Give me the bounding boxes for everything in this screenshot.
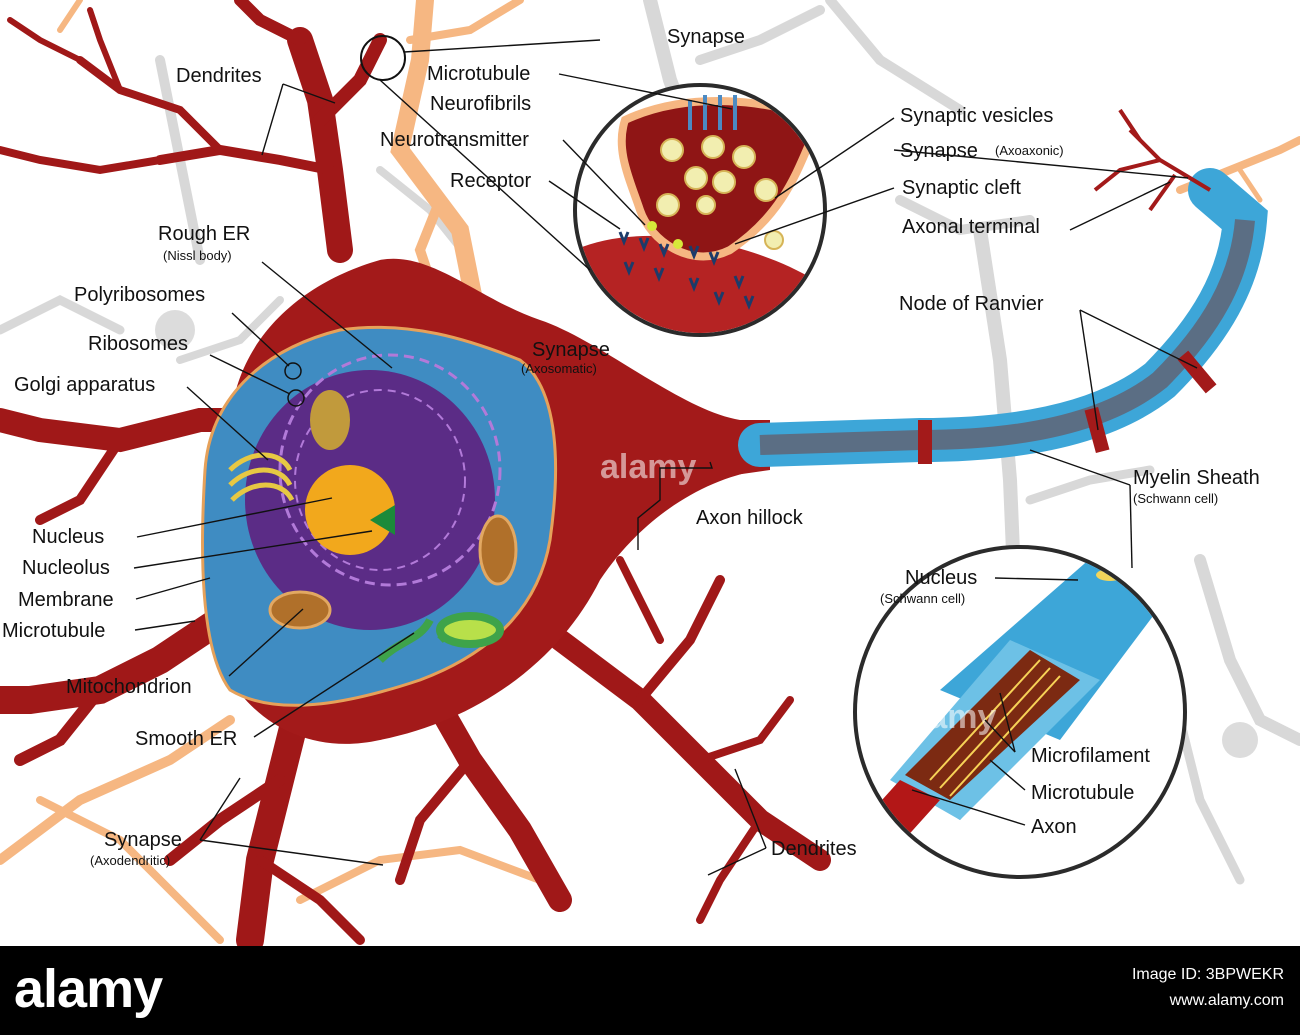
leader-lines	[133, 73, 1198, 876]
label-axon-hillock: Axon hillock	[696, 507, 804, 529]
label-rough-er-sub: (Nissl body)	[163, 248, 232, 263]
image-id: Image ID: 3BPWEKR	[1131, 966, 1284, 983]
label-neurotransmitter: Neurotransmitter	[380, 129, 529, 151]
stock-url: www.alamy.com	[1169, 992, 1284, 1009]
label-node-of-ranvier: Node of Ranvier	[899, 293, 1044, 315]
label-microtubule-left: Microtubule	[2, 620, 105, 642]
neuron-illustration: alamy alamy	[0, 0, 1300, 946]
label-rough-er: Rough ER	[158, 223, 250, 245]
nodes-of-ranvier	[918, 350, 1217, 464]
label-polyribosomes: Polyribosomes	[74, 284, 205, 306]
label-myelin-sheath: Myelin Sheath	[1133, 467, 1260, 489]
nucleus-core	[305, 465, 395, 555]
label-nucleus-schwann: Nucleus	[905, 567, 977, 589]
label-dendrites-bottom: Dendrites	[771, 838, 857, 860]
label-nucleus: Nucleus	[32, 526, 104, 548]
labels: Dendrites Rough ER (Nissl body) Polyribo…	[2, 26, 1260, 868]
label-receptor: Receptor	[450, 170, 531, 192]
synapse-inset	[360, 35, 827, 337]
label-axonal-terminal: Axonal terminal	[902, 216, 1040, 238]
background-neurons	[0, 0, 1300, 885]
label-dendrites-top: Dendrites	[176, 65, 262, 87]
label-synapse-axosomatic-sub: (Axosomatic)	[521, 361, 597, 376]
label-synapse-axosomatic: Synapse	[532, 339, 610, 361]
label-membrane: Membrane	[18, 589, 114, 611]
polyribosomes-marker	[284, 362, 302, 380]
label-golgi: Golgi apparatus	[14, 374, 155, 396]
label-smooth-er: Smooth ER	[135, 728, 237, 750]
stock-meta: Image ID: 3BPWEKR www.alamy.com	[1132, 962, 1284, 1014]
label-synapse-axodendritic-sub: (Axodendritic)	[90, 853, 170, 868]
stock-footer	[0, 946, 1300, 1035]
label-synapse-axoaxonic: Synapse	[900, 140, 978, 162]
label-synaptic-vesicles: Synaptic vesicles	[900, 105, 1053, 127]
rough-er	[278, 353, 502, 587]
label-microfilament: Microfilament	[1031, 745, 1150, 767]
axonal-terminal	[1093, 108, 1212, 212]
label-synaptic-cleft: Synaptic cleft	[902, 177, 1021, 199]
label-microtubule-top: Microtubule	[427, 63, 530, 85]
watermark: alamy	[600, 448, 696, 486]
label-synapse-axodendritic: Synapse	[104, 829, 182, 851]
label-synapse-axoaxonic-sub: (Axoaxonic)	[995, 143, 1064, 158]
mitochondrion-3	[310, 390, 350, 450]
nucleolus	[370, 505, 395, 535]
axon-crosssection-inset	[853, 545, 1187, 879]
stock-logo: alamy	[14, 959, 163, 1019]
golgi-apparatus	[228, 452, 295, 502]
label-ribosomes: Ribosomes	[88, 333, 188, 355]
label-axon: Axon	[1031, 816, 1077, 838]
mitochondrion	[268, 590, 332, 630]
label-synapse-inset: Synapse	[667, 26, 745, 48]
label-mitochondrion: Mitochondrion	[66, 676, 192, 698]
mitochondrion-2	[478, 514, 518, 586]
label-neurofibrils: Neurofibrils	[430, 93, 531, 115]
label-nucleolus: Nucleolus	[22, 557, 110, 579]
label-nucleus-schwann-sub: (Schwann cell)	[880, 591, 965, 606]
ribosomes-marker	[287, 389, 305, 407]
label-myelin-sheath-sub: (Schwann cell)	[1133, 491, 1218, 506]
smooth-er	[377, 612, 504, 663]
label-microtubule-inset: Microtubule	[1031, 782, 1134, 804]
watermark-2: alamy	[900, 698, 996, 736]
